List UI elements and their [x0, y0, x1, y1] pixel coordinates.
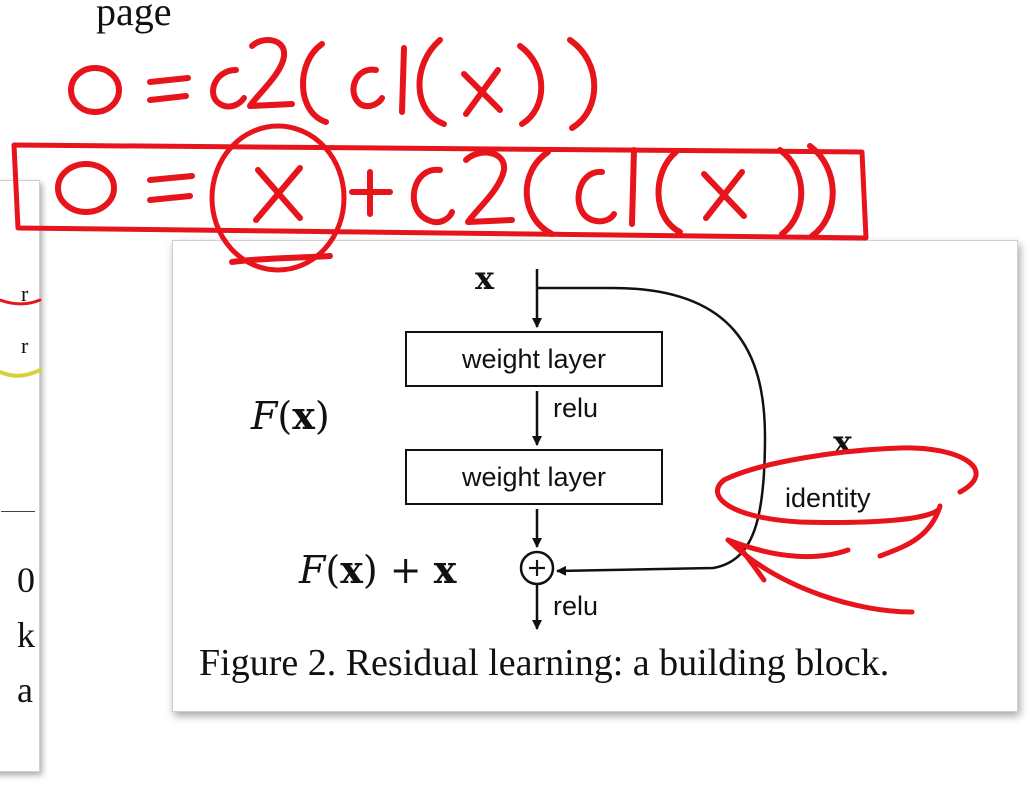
page-text-fragment: 0: [17, 560, 35, 600]
output-label: F(x) + x: [299, 547, 457, 592]
annotation-arrow: [725, 537, 851, 560]
page-text-fragment: r: [21, 333, 29, 358]
annotation-paren: [655, 149, 683, 235]
annotation-paren: [300, 41, 329, 125]
annotation-c: [575, 169, 617, 225]
highlight-underline: [0, 368, 42, 378]
residual-function-label: F(x): [251, 393, 330, 438]
annotation-x: [461, 67, 503, 117]
annotation-paren: [567, 37, 598, 131]
figure-panel: x weight layer relu weight layer F(x) F(…: [172, 240, 1018, 712]
weight-layer-1: weight layer: [405, 331, 663, 387]
relu-label: relu: [553, 393, 599, 423]
annotation-circle: [209, 123, 347, 273]
page-text-fragment: k: [17, 615, 35, 655]
page-text-fragment: page: [96, 0, 172, 34]
annotation-paren: [517, 43, 545, 127]
annotation-2: [463, 149, 515, 225]
annotation-paren: [523, 149, 555, 237]
annotation-x: [701, 169, 747, 221]
relu-output-label: relu: [553, 591, 599, 621]
annotation-arrow-head: [737, 545, 767, 583]
input-label: x: [475, 259, 495, 297]
weight-layer-2: weight layer: [405, 449, 663, 505]
annotation-c: [350, 66, 385, 110]
page-text-fragment: a: [17, 670, 33, 710]
divider: [1, 511, 35, 512]
background-page: r r 0 k a: [0, 180, 40, 772]
annotation-o: [55, 161, 117, 215]
page-text-fragment: r: [21, 281, 29, 306]
annotation-paren: [416, 37, 447, 127]
annotation-underline: [229, 253, 333, 265]
annotation-x: [253, 165, 303, 223]
annotation-box: [11, 142, 869, 241]
identity-label: identity: [785, 483, 871, 513]
annotation-1: [399, 45, 407, 115]
annotation-equals: [147, 173, 195, 203]
annotation-identity-circle: [715, 445, 979, 559]
annotation-underline: [0, 298, 42, 306]
annotation-plus: [349, 169, 393, 217]
annotation-2: [247, 37, 295, 109]
annotation-o: [68, 65, 122, 115]
annotation-1: [629, 147, 637, 227]
annotation-c: [210, 67, 247, 110]
annotation-paren: [777, 147, 805, 237]
annotation-paren: [807, 143, 836, 239]
annotation-c: [410, 166, 455, 226]
figure-caption: Figure 2. Residual learning: a building …: [199, 642, 890, 684]
annotation-equals: [147, 75, 191, 103]
